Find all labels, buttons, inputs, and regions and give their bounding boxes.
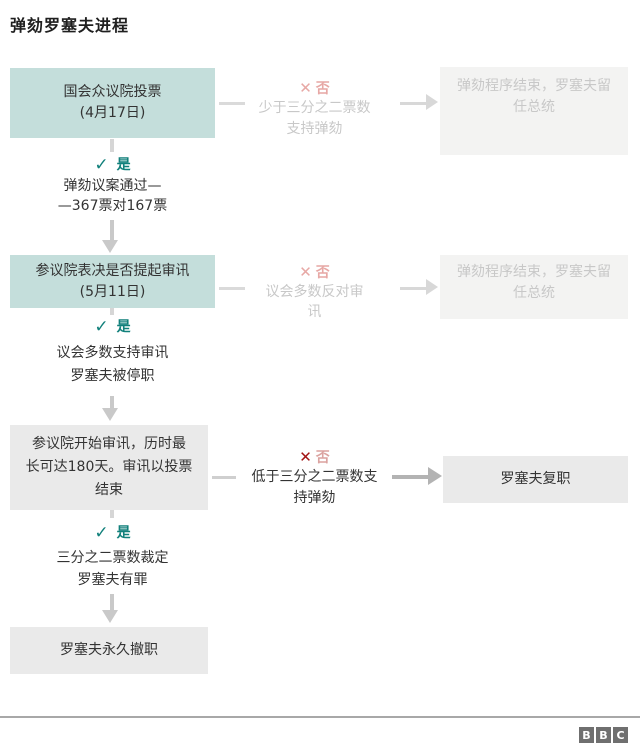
outcome-box-3: 罗塞夫复职 (443, 456, 628, 503)
no-word: 否 (315, 81, 330, 97)
yes-word: 是 (116, 157, 131, 173)
no-label-3: ✕否 (237, 447, 392, 467)
connector-line-3 (212, 476, 236, 479)
check-icon: ✓ (94, 155, 109, 175)
no-label-2: ✕否 (237, 262, 392, 282)
no-label-1: ✕否 (237, 78, 392, 98)
arrow-down-1-shaft (110, 220, 114, 240)
connector-down-1 (110, 139, 114, 152)
connector-down-3 (110, 510, 114, 518)
arrow-right-3-icon (428, 467, 442, 485)
arrow-right-2-icon (426, 279, 438, 295)
cross-icon: ✕ (299, 448, 312, 466)
step-box-final-removal: 罗塞夫永久撤职 (10, 627, 208, 674)
arrow-down-2-icon (102, 408, 118, 421)
yes-word: 是 (116, 525, 131, 541)
arrow-right-1-shaft (400, 102, 426, 105)
connector-line-2 (219, 287, 245, 290)
page-title: 弹劾罗塞夫进程 (10, 16, 130, 35)
no-word: 否 (315, 265, 330, 281)
yes-label-3: ✓是 (10, 522, 215, 543)
cross-icon: ✕ (299, 79, 312, 97)
step-box-house-vote: 国会众议院投票 (4月17日) (10, 68, 215, 138)
bbc-logo: B B C (579, 727, 628, 743)
cross-icon: ✕ (299, 263, 312, 281)
yes-result-1: 弹劾议案通过— —367票对167票 (57, 178, 168, 214)
outcome-box-1: 弹劾程序结束，罗塞夫留 任总统 (440, 67, 628, 155)
arrow-down-1-icon (102, 240, 118, 253)
yes-result-3: 三分之二票数裁定 罗塞夫有罪 (56, 550, 169, 588)
connector-line-1 (219, 102, 245, 105)
check-icon: ✓ (94, 317, 109, 337)
bbc-logo-letter: C (613, 727, 628, 743)
no-word: 否 (315, 450, 330, 466)
yes-word: 是 (116, 319, 131, 335)
yes-label-2: ✓是 (10, 316, 215, 337)
yes-label-1: ✓是 (10, 154, 215, 175)
yes-result-2: 议会多数支持审讯 罗塞夫被停职 (56, 345, 169, 384)
arrow-right-2-shaft (400, 287, 426, 290)
arrow-right-3-shaft (392, 475, 428, 479)
check-icon: ✓ (94, 523, 109, 543)
arrow-right-1-icon (426, 94, 438, 110)
footer-divider (0, 716, 640, 718)
no-reason-2: 议会多数反对审 讯 (265, 284, 364, 320)
arrow-down-3-icon (102, 610, 118, 623)
step-box-senate-trial: 参议院开始审讯，历时最 长可达180天。审讯以投票 结束 (10, 425, 208, 510)
bbc-logo-letter: B (579, 727, 594, 743)
no-reason-1: 少于三分之二票数 支持弹劾 (258, 100, 371, 137)
arrow-down-3-shaft (110, 594, 114, 610)
connector-down-2 (110, 308, 114, 315)
outcome-box-2: 弹劾程序结束，罗塞夫留 任总统 (440, 255, 628, 319)
bbc-logo-letter: B (596, 727, 611, 743)
step-box-senate-vote: 参议院表决是否提起审讯 (5月11日) (10, 255, 215, 308)
arrow-down-2-shaft (110, 396, 114, 408)
no-reason-3: 低于三分之二票数支 持弹劾 (251, 469, 378, 506)
